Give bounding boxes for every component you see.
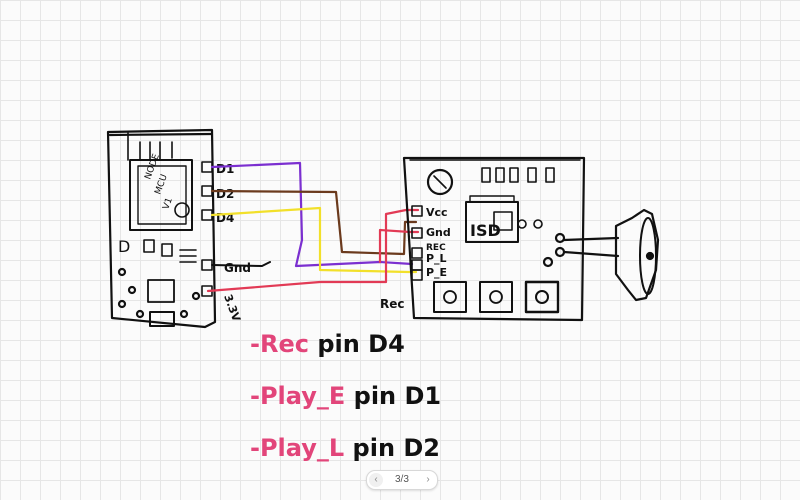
chevron-left-icon[interactable]: ‹ [369, 473, 383, 487]
note-rec-label: -Rec [250, 330, 309, 358]
pin-label-d1: D1 [216, 162, 234, 176]
audio-module-board [402, 156, 586, 322]
wire-purple [210, 161, 414, 268]
note-play-e-pin: pin D1 [353, 382, 442, 410]
pager: ‹ 3/3 › [366, 470, 438, 490]
nodemcu-gnd-label: Gnd [224, 261, 251, 275]
nodemcu-board [106, 128, 217, 329]
page-counter: 3/3 [395, 474, 409, 485]
note-play-l-label: -Play_L [250, 434, 345, 462]
module-chip-text: ISD [470, 221, 501, 240]
note-play-e: -Play_E pin D1 [250, 382, 441, 410]
note-play-l-pin: pin D2 [352, 434, 440, 462]
note-play-e-label: -Play_E [250, 382, 346, 410]
note-rec-pin: pin D4 [317, 330, 405, 358]
wire-red-b [378, 228, 420, 264]
wire-brown [210, 189, 418, 256]
nodemcu-board-letter: D [118, 237, 130, 256]
note-rec: -Rec pin D4 [250, 330, 405, 358]
speaker [562, 208, 660, 302]
chevron-right-icon[interactable]: › [426, 474, 430, 485]
note-play-l: -Play_L pin D2 [250, 434, 440, 462]
module-rec-label: Rec [380, 297, 405, 311]
module-pin-pl: P_L [426, 252, 447, 265]
nodemcu-3v3-label: 3.3V [221, 293, 243, 324]
module-pin-gnd: Gnd [426, 226, 451, 239]
module-pin-pe: P_E [426, 266, 447, 279]
module-pin-rec: REC [426, 243, 446, 253]
wire-red-a [206, 208, 420, 293]
nodemcu-chip-text-2: MCU [153, 173, 169, 196]
nodemcu-chip-text-3: V1 [161, 196, 174, 211]
pin-label-d2: D2 [216, 187, 234, 201]
module-pin-vcc: Vcc [426, 206, 448, 219]
wire-ink-gnd [211, 261, 271, 267]
